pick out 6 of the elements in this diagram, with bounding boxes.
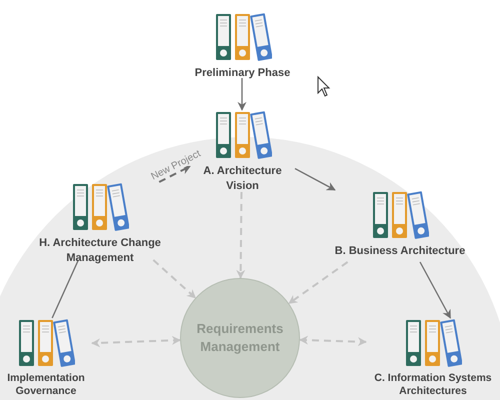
phase-label: Implementation Governance [6, 372, 86, 398]
phase-label: Requirements Management [196, 320, 284, 356]
phase-label: Preliminary Phase [194, 66, 290, 81]
phase-label: B. Business Architecture [334, 244, 466, 259]
phase-label: C. Information Systems Architectures [373, 372, 493, 398]
phase-label: H. Architecture Change Management [38, 236, 162, 266]
